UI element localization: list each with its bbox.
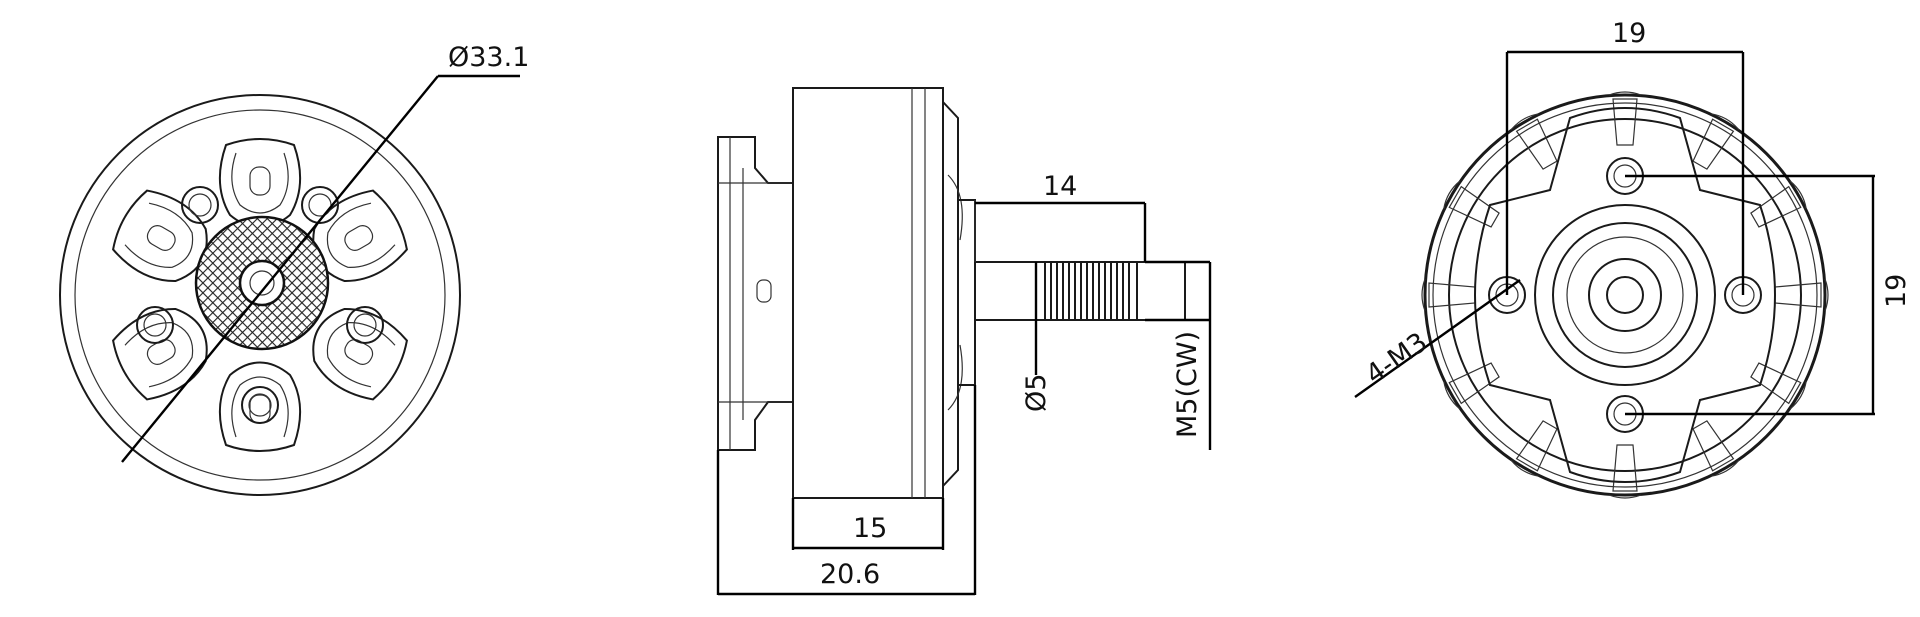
shaft-center [1606,276,1644,314]
mount-holes-label: 4-M3 [1360,327,1433,391]
shaft-length-label: 14 [1043,171,1077,202]
side-view: 14 M5(CW) Ø5 15 20.6 [716,87,1212,596]
mount-holes-leader [1354,279,1521,398]
bell-lobes [103,138,417,452]
shaft [974,261,1046,321]
total-length-label: 20.6 [820,559,880,590]
mount-flange [717,136,794,451]
diameter-label: Ø33.1 [448,42,529,73]
diameter-leader [121,75,439,463]
inner-rim [74,109,446,481]
hole-spacing-vertical-label: 19 [1881,274,1912,308]
bell-housing [792,87,944,499]
top-view: Ø33.1 [59,42,529,496]
mount-holes [1488,157,1762,433]
hole-spacing-horizontal-label: 19 [1612,18,1646,49]
thread-label: M5(CW) [1172,331,1203,438]
shaft-thread [1044,261,1138,321]
base-plate [1474,107,1776,483]
bearing-hole [238,259,286,307]
stator-face [942,101,959,487]
shaft-diameter-label: Ø5 [1021,374,1052,412]
base-view: 19 19 4-M3 [1354,18,1912,499]
base-outer-rim [1423,93,1827,497]
outer-rim [59,94,461,496]
body-length-label: 15 [853,513,887,544]
